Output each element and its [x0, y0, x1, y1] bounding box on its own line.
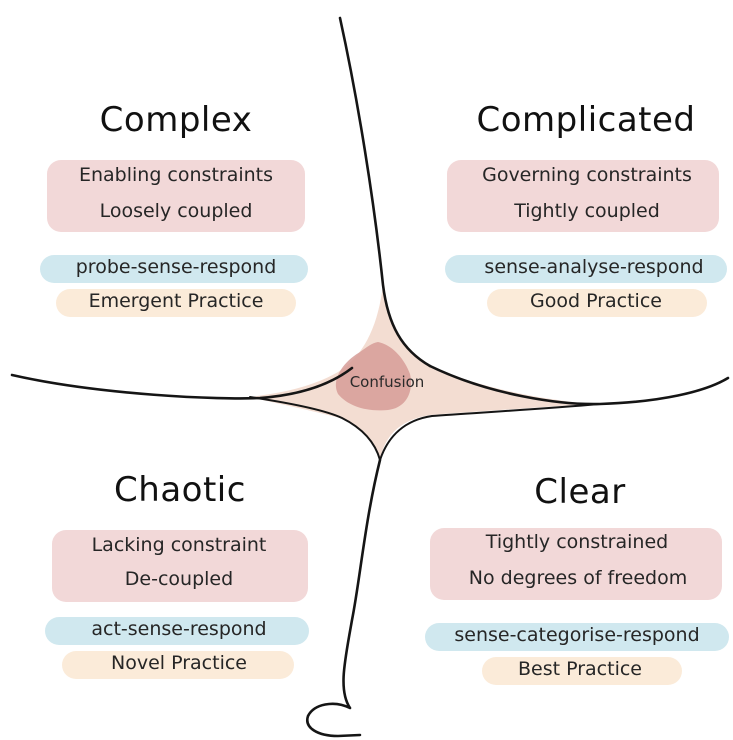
- chaotic-title: Chaotic: [114, 470, 246, 510]
- complex-title: Complex: [99, 100, 253, 140]
- chaotic-constraint-1: Lacking constraint: [91, 534, 267, 556]
- clear-constraint-1: Tightly constrained: [485, 531, 669, 553]
- bottom-boundary-line: [306, 458, 382, 738]
- top-boundary-line: [338, 16, 432, 368]
- clear-approach: sense-categorise-respond: [454, 624, 700, 646]
- clear-approach-highlight: [425, 623, 729, 651]
- clear-title: Clear: [534, 472, 626, 512]
- complicated-approach: sense-analyse-respond: [484, 256, 704, 278]
- clear-constraints-highlight: [430, 528, 722, 600]
- chaotic-constraint-2: De-coupled: [124, 568, 234, 590]
- confusion-label: Confusion: [349, 373, 425, 391]
- complex-constraints-highlight: [47, 160, 305, 232]
- complex-practice: Emergent Practice: [88, 290, 264, 312]
- confusion-core: [335, 342, 412, 411]
- complex-approach: probe-sense-respond: [75, 256, 277, 278]
- chaotic-practice-highlight: [62, 651, 294, 679]
- left-boundary-line: [10, 366, 354, 400]
- confusion-edge-right: [379, 403, 601, 461]
- complex-practice-highlight: [56, 289, 296, 317]
- confusion-region: [250, 285, 590, 460]
- confusion-edge-left: [249, 396, 381, 461]
- clear-constraint-2: No degrees of freedom: [468, 567, 688, 589]
- complicated-practice: Good Practice: [530, 290, 662, 312]
- clear-practice: Best Practice: [517, 658, 643, 680]
- complex-constraint-2: Loosely coupled: [99, 200, 253, 222]
- chaotic-constraints-highlight: [52, 530, 308, 602]
- complicated-constraint-2: Tightly coupled: [514, 200, 660, 222]
- complicated-approach-highlight: [445, 255, 727, 283]
- complicated-practice-highlight: [487, 289, 707, 317]
- chaotic-practice: Novel Practice: [111, 652, 247, 674]
- complicated-constraint-1: Governing constraints: [482, 164, 692, 186]
- complex-approach-highlight: [40, 255, 308, 283]
- chaotic-approach: act-sense-respond: [91, 618, 267, 640]
- clear-practice-highlight: [482, 657, 682, 685]
- complicated-constraints-highlight: [447, 160, 719, 232]
- complex-constraint-1: Enabling constraints: [78, 164, 274, 186]
- complicated-title: Complicated: [476, 100, 696, 140]
- chaotic-approach-highlight: [45, 617, 309, 645]
